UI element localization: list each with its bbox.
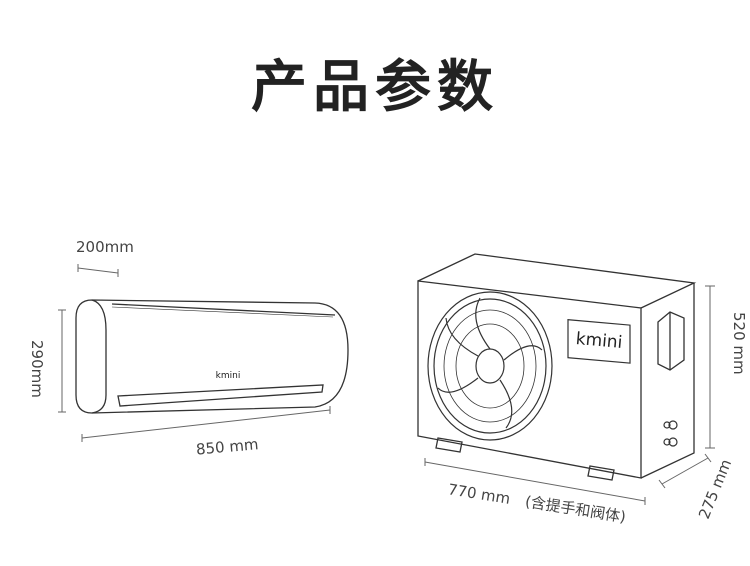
outdoor-unit-brand-logo: kmini [575,329,623,353]
outdoor-unit-front-face [417,280,642,479]
outdoor-width-label: 770 mm [447,480,512,508]
indoor-unit-body [75,299,349,414]
indoor-width-dimension [81,406,331,442]
outdoor-height-label: 520 mm [730,312,748,375]
indoor-unit-side-panel [91,299,107,414]
outdoor-width-dimension [424,458,646,505]
indoor-unit-louver [117,384,324,407]
outdoor-unit-valves [663,420,678,447]
indoor-height-dimension [58,309,66,413]
outdoor-depth-label: 275 mm [695,457,735,522]
outdoor-unit [417,253,697,481]
outdoor-unit-foot-right [587,465,615,481]
outdoor-width-note: (含提手和阀体) [524,492,627,526]
indoor-unit-brand-logo: kmini [216,371,241,381]
outdoor-unit-side-face [640,283,695,479]
page-title: 产品参数 [251,55,499,120]
outdoor-height-dimension [705,285,715,449]
indoor-width-label: 850 mm [195,435,259,458]
outdoor-unit-handle [657,311,685,371]
outdoor-unit-top-face [417,253,697,309]
indoor-height-label: 290mm [28,340,46,398]
indoor-unit [75,299,349,414]
outdoor-unit-foot-left [435,437,463,453]
indoor-unit-top-grille [111,303,336,316]
outdoor-unit-logo-badge [567,319,631,364]
indoor-depth-label: 200mm [76,238,134,256]
outdoor-fan [427,291,553,441]
outdoor-depth-dimension [658,453,712,489]
indoor-depth-dimension [77,264,119,277]
